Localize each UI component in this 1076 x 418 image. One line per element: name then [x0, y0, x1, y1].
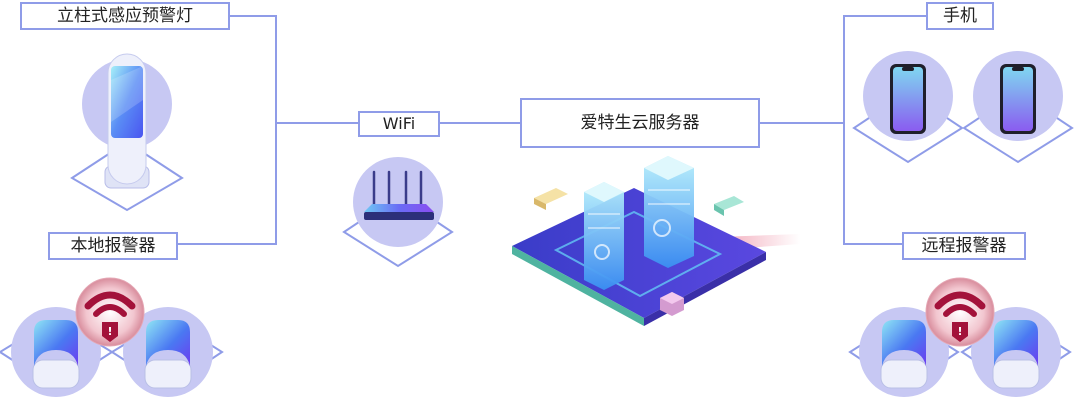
svg-text:!: ! — [957, 325, 962, 338]
server-icon — [512, 156, 800, 326]
label-pillar-light: 立柱式感应预警灯 — [20, 2, 230, 30]
wifi-signal-alarm-icon: ! — [925, 277, 995, 347]
label-cloud-server: 爱特生云服务器 — [520, 98, 760, 148]
label-local-alarm: 本地报警器 — [48, 232, 178, 260]
wifi-signal-alarm-icon: ! — [75, 277, 145, 347]
phone-icon — [962, 51, 1074, 164]
alarm-icon — [960, 307, 1072, 397]
phone-icon — [852, 51, 964, 164]
label-wifi: WiFi — [358, 111, 440, 137]
wifi-router-icon — [342, 157, 454, 268]
pillar-light-icon — [70, 53, 184, 212]
label-phone: 手机 — [926, 2, 994, 30]
label-remote-alarm: 远程报警器 — [902, 232, 1026, 260]
svg-text:!: ! — [107, 325, 112, 338]
alarm-icon — [110, 307, 224, 397]
alarm-icon — [848, 307, 960, 397]
connector-lines — [176, 15, 928, 245]
